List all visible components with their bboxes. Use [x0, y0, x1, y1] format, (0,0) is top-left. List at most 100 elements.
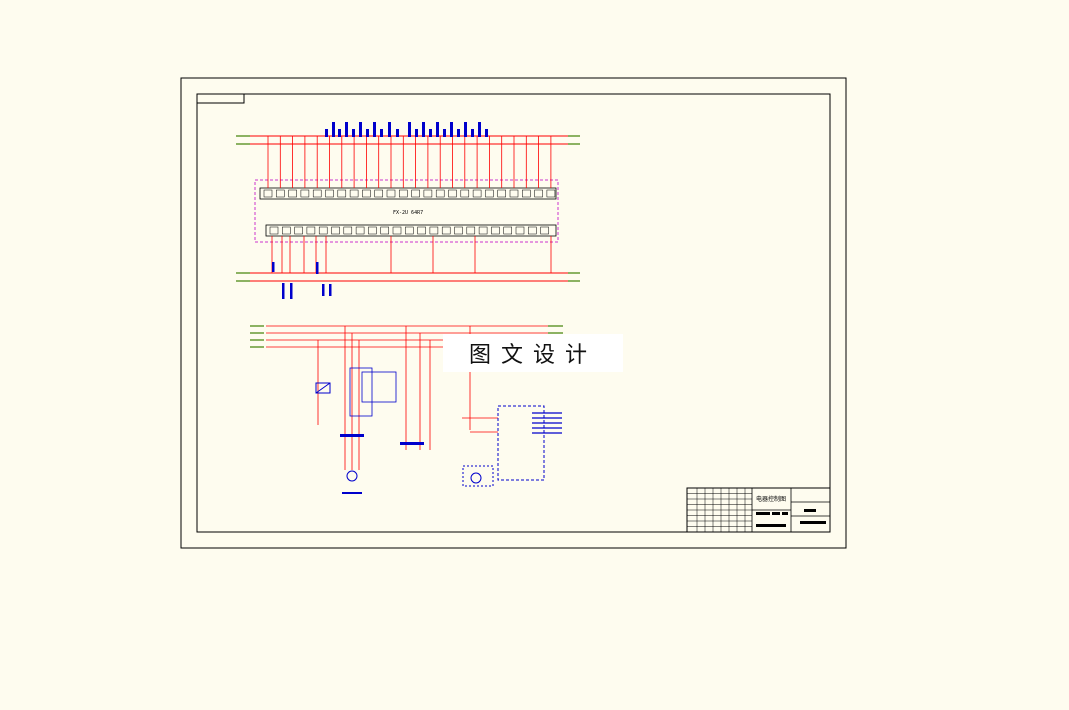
output-terminal — [522, 189, 531, 198]
output-device — [396, 129, 399, 137]
input-device — [282, 283, 285, 299]
output-terminal — [300, 189, 310, 198]
drawing-title: 电器控制图 — [756, 495, 786, 503]
output-device — [373, 122, 376, 137]
output-terminal — [337, 189, 347, 198]
output-terminal — [349, 189, 359, 198]
fuse — [400, 442, 424, 445]
output-terminal — [374, 189, 383, 198]
encoder-box — [462, 465, 494, 487]
title-block-field — [756, 524, 786, 527]
output-device — [478, 122, 481, 137]
outer-frame — [180, 77, 847, 549]
output-terminal — [497, 189, 506, 198]
output-device — [388, 122, 391, 137]
input-terminal — [503, 226, 512, 235]
output-terminal — [276, 189, 285, 198]
output-terminal — [411, 189, 420, 198]
output-terminal — [423, 189, 433, 198]
input-terminal — [528, 226, 537, 235]
plc-output-terminal-strip — [259, 187, 557, 200]
output-device — [338, 129, 341, 137]
output-terminal — [534, 189, 543, 198]
control-module-box — [497, 405, 545, 481]
input-terminal — [343, 226, 353, 235]
output-terminal — [312, 189, 322, 198]
output-device — [408, 122, 411, 137]
title-block: 电器控制图 — [686, 487, 831, 533]
input-terminal — [368, 226, 377, 235]
output-terminal — [485, 189, 494, 198]
motor-symbol-2 — [470, 472, 482, 484]
output-device — [457, 129, 460, 137]
input-device — [272, 262, 275, 272]
input-terminal — [429, 226, 439, 235]
output-device — [450, 122, 453, 137]
title-block-field — [782, 512, 788, 515]
input-device — [329, 284, 332, 296]
input-device — [290, 283, 293, 299]
output-terminal — [399, 189, 408, 198]
input-terminal — [441, 226, 451, 235]
output-device — [352, 129, 355, 137]
input-terminal — [466, 226, 476, 235]
input-device — [316, 262, 319, 274]
plc-terminals — [236, 122, 580, 299]
output-terminal — [448, 189, 457, 198]
output-device — [464, 122, 467, 137]
plc-input-terminal-strip — [265, 224, 557, 237]
output-device — [345, 122, 348, 137]
output-terminal — [460, 189, 470, 198]
plc-wiring-section: FX-2U 64R7 — [236, 122, 580, 299]
inner-frame — [196, 93, 831, 533]
watermark-box: 图文设计 — [443, 334, 623, 372]
output-terminal — [472, 189, 482, 198]
transformer-symbol — [315, 382, 331, 394]
title-block-field — [772, 512, 780, 515]
input-terminal — [318, 226, 328, 235]
output-device — [366, 129, 369, 137]
output-device — [332, 122, 335, 137]
contactor-wiring — [361, 371, 397, 403]
output-device — [422, 122, 425, 137]
input-terminal — [540, 226, 549, 235]
thermal-relay — [340, 434, 364, 437]
plc-box — [254, 179, 559, 243]
title-block-field — [800, 521, 826, 524]
output-device — [429, 129, 432, 137]
input-device — [322, 284, 325, 296]
watermark-text: 图文设计 — [468, 343, 597, 368]
input-terminal — [380, 226, 389, 235]
input-terminal — [331, 226, 340, 235]
output-terminal — [435, 189, 445, 198]
output-terminal — [546, 189, 556, 198]
output-device — [325, 129, 328, 137]
output-terminal — [509, 189, 519, 198]
input-terminal — [306, 226, 316, 235]
output-device — [380, 129, 383, 137]
input-terminal — [478, 226, 488, 235]
output-terminal — [263, 189, 273, 198]
transformer-diagonal — [315, 382, 331, 394]
output-device — [436, 122, 439, 137]
output-terminal — [386, 189, 396, 198]
motor-symbol-1 — [346, 470, 358, 482]
output-device — [471, 129, 474, 137]
input-terminal — [269, 226, 279, 235]
input-terminal — [392, 226, 402, 235]
title-block-field — [804, 509, 816, 512]
input-terminal — [282, 226, 291, 235]
input-terminal — [417, 226, 426, 235]
contactor-wiring — [349, 367, 373, 417]
title-block-grid — [687, 488, 826, 532]
input-terminal — [355, 226, 365, 235]
output-terminal — [362, 189, 371, 198]
output-terminal — [325, 189, 334, 198]
output-device — [415, 129, 418, 137]
input-terminal — [454, 226, 463, 235]
input-terminal — [515, 226, 525, 235]
input-terminal — [405, 226, 414, 235]
output-terminal — [288, 189, 297, 198]
output-device — [359, 122, 362, 137]
